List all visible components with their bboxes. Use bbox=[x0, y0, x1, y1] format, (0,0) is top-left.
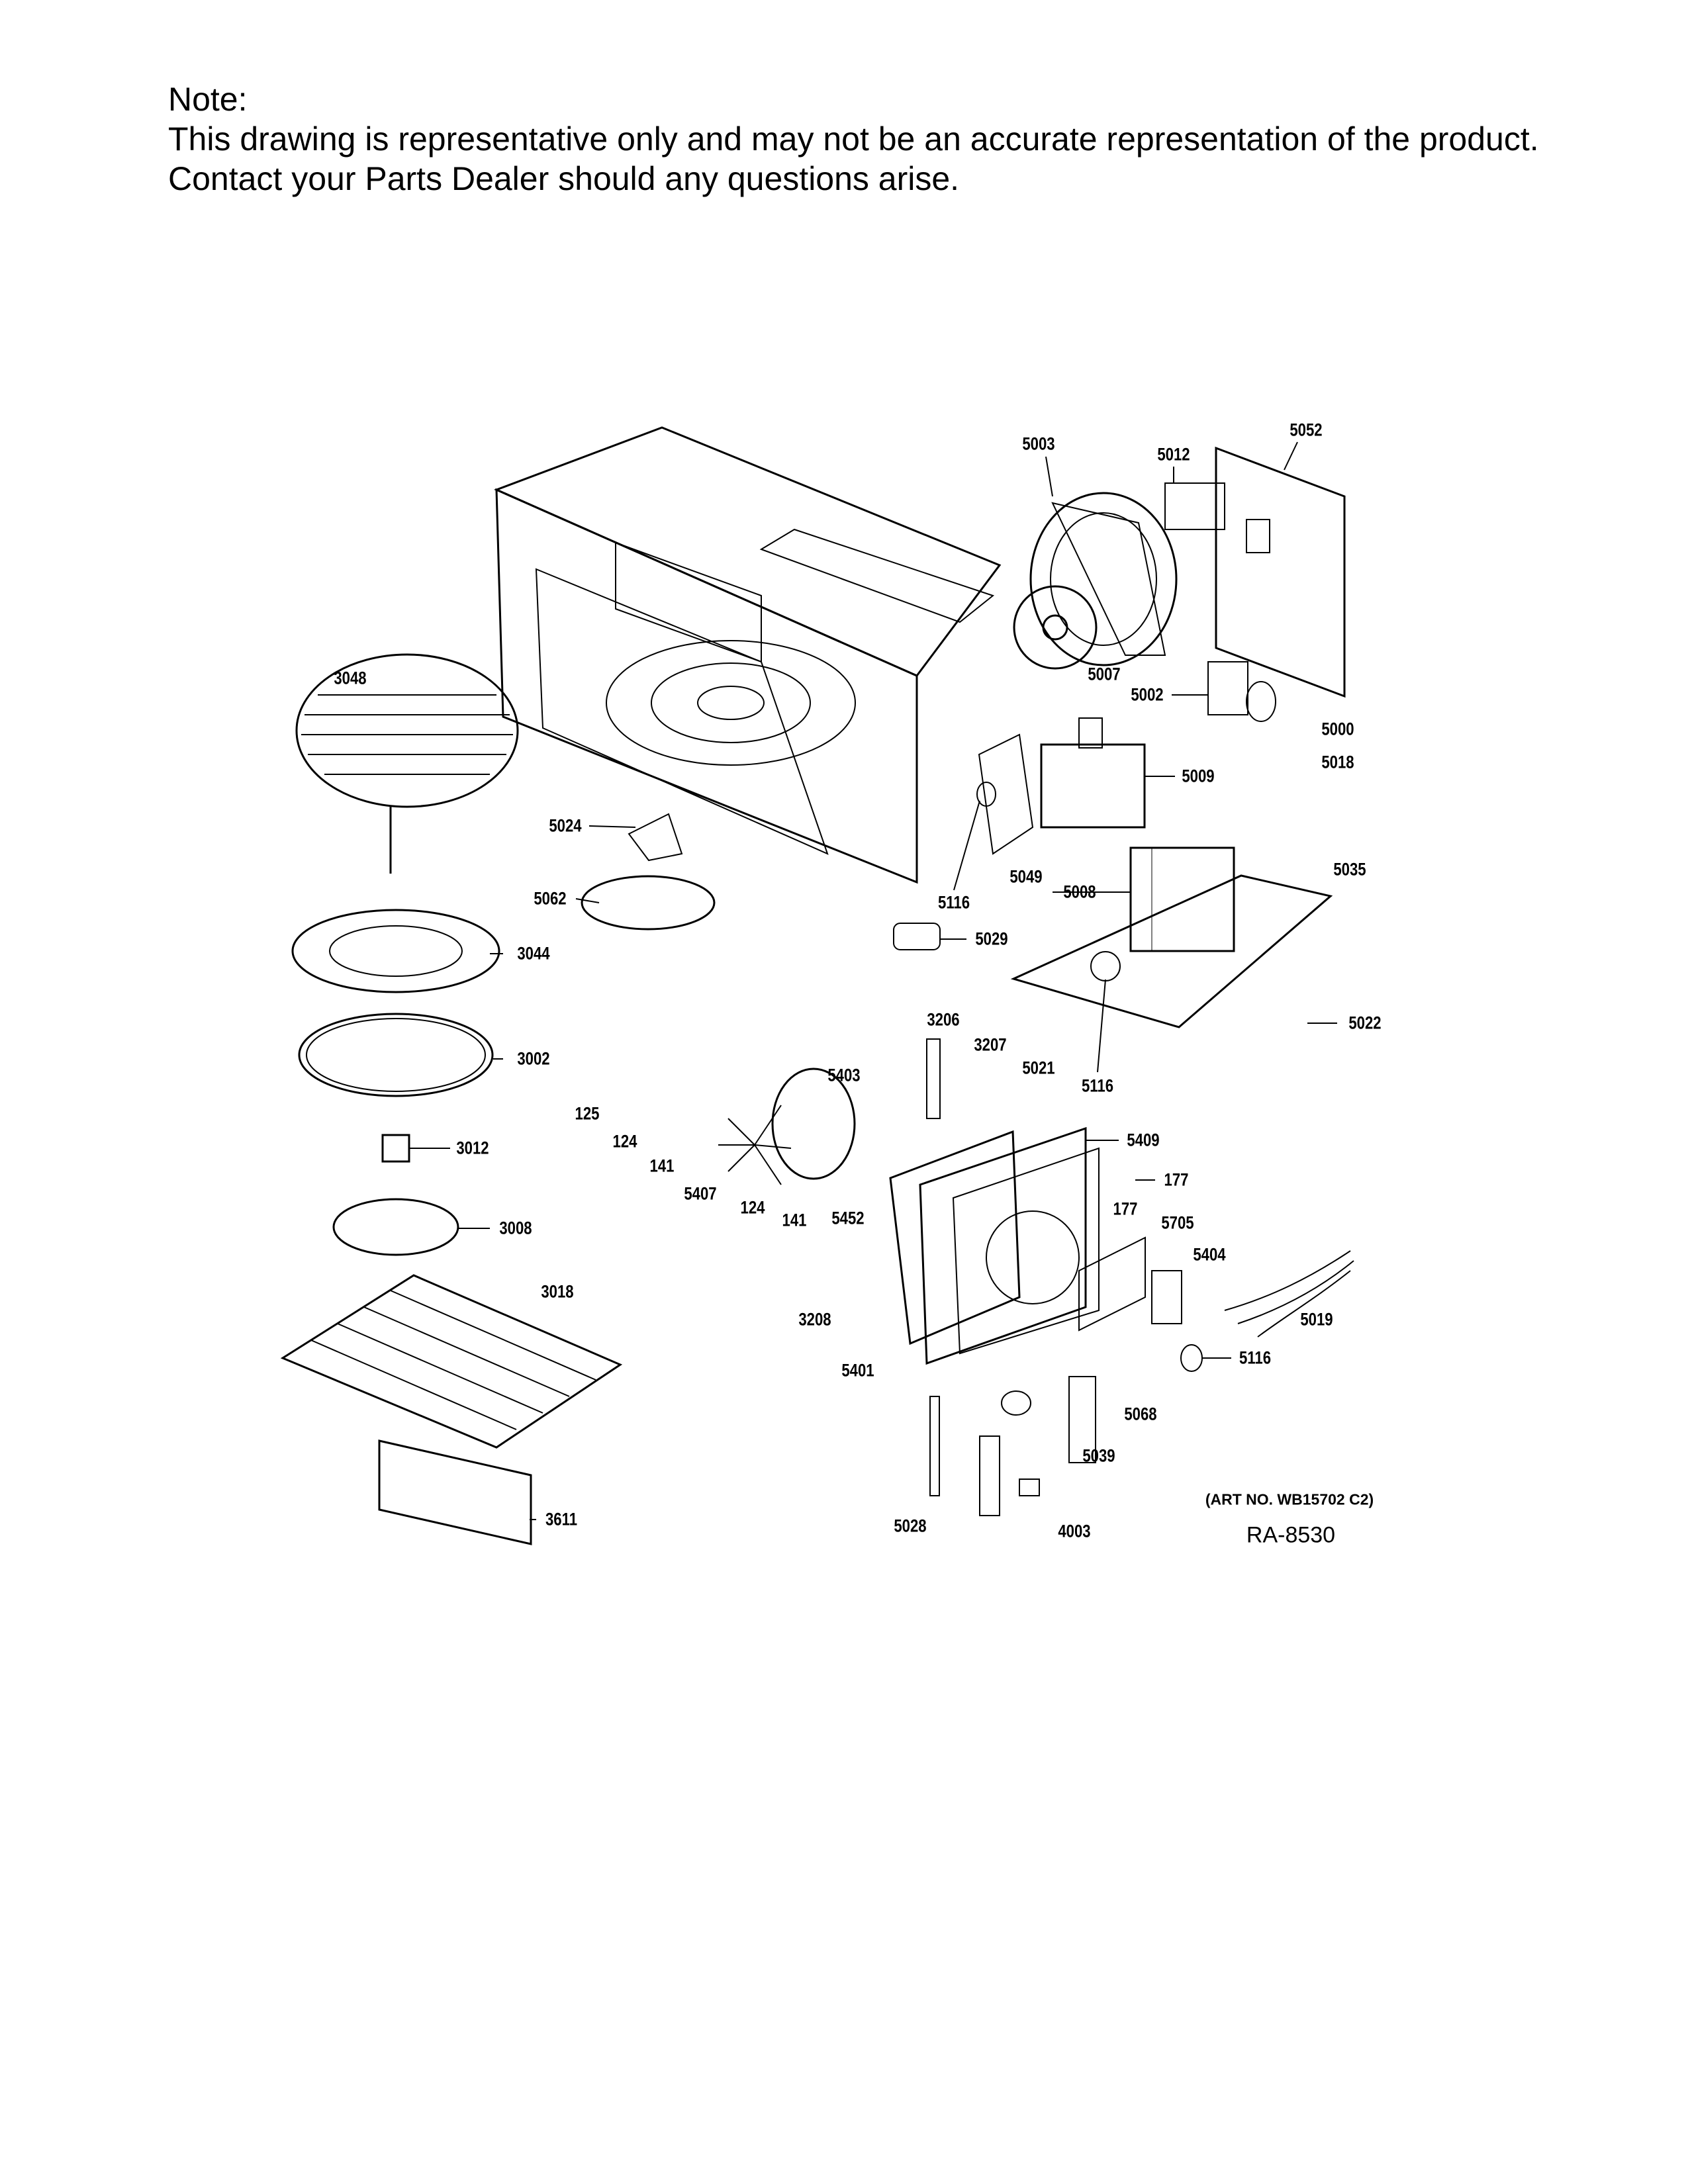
fan-assembly bbox=[1013, 492, 1178, 670]
callout-5035: 5035 bbox=[1333, 859, 1366, 880]
drawing-id: RA-8530 bbox=[1246, 1522, 1336, 1548]
leader-lines bbox=[409, 441, 1337, 1520]
callout-5403: 5403 bbox=[827, 1065, 861, 1085]
callout-5000: 5000 bbox=[1321, 719, 1354, 739]
callout-5705: 5705 bbox=[1161, 1212, 1194, 1233]
callout-4003: 4003 bbox=[1058, 1521, 1091, 1541]
callout-3002: 3002 bbox=[517, 1048, 550, 1069]
callout-3207: 3207 bbox=[974, 1034, 1007, 1055]
callout-5008: 5008 bbox=[1063, 882, 1096, 902]
callout-177: 177 bbox=[1164, 1169, 1189, 1190]
callout-3611: 3611 bbox=[545, 1509, 578, 1529]
callout-5409: 5409 bbox=[1127, 1130, 1160, 1150]
back-plate bbox=[1164, 446, 1346, 722]
callout-177-b: 177 bbox=[1113, 1199, 1138, 1219]
note-heading: Note: bbox=[168, 81, 248, 118]
callout-5452: 5452 bbox=[831, 1208, 865, 1228]
callout-3048: 3048 bbox=[334, 668, 367, 688]
convection-assembly bbox=[718, 1038, 1203, 1516]
note-line-2: Contact your Parts Dealer should any que… bbox=[168, 160, 960, 197]
callout-5009: 5009 bbox=[1182, 766, 1215, 786]
callout-5029: 5029 bbox=[975, 929, 1008, 949]
callout-3008: 3008 bbox=[499, 1218, 532, 1238]
callout-5407: 5407 bbox=[684, 1183, 717, 1204]
callout-124: 124 bbox=[612, 1131, 637, 1152]
callout-5024: 5024 bbox=[549, 815, 582, 836]
callout-5012: 5012 bbox=[1157, 444, 1190, 465]
callout-124-b: 124 bbox=[740, 1197, 765, 1218]
callout-5018: 5018 bbox=[1321, 752, 1354, 772]
callout-3206: 3206 bbox=[927, 1009, 960, 1030]
callout-125: 125 bbox=[575, 1103, 600, 1124]
callout-5116-b: 5116 bbox=[1081, 1075, 1114, 1096]
callout-3208: 3208 bbox=[798, 1309, 831, 1330]
callout-3018: 3018 bbox=[541, 1281, 574, 1302]
callout-5039: 5039 bbox=[1082, 1445, 1115, 1466]
oven-cavity bbox=[494, 426, 1002, 884]
callout-5007: 5007 bbox=[1088, 664, 1121, 684]
callout-5021: 5021 bbox=[1022, 1058, 1055, 1078]
callout-5019: 5019 bbox=[1300, 1309, 1333, 1330]
callout-3044: 3044 bbox=[517, 943, 550, 964]
turntable-parts bbox=[280, 653, 716, 1545]
callout-5116-c: 5116 bbox=[1239, 1347, 1272, 1368]
callout-5028: 5028 bbox=[894, 1516, 927, 1536]
callout-5116: 5116 bbox=[937, 892, 970, 913]
callout-5003: 5003 bbox=[1022, 433, 1055, 454]
magnetron-and-transformer bbox=[893, 717, 1333, 1028]
callout-5068: 5068 bbox=[1124, 1404, 1157, 1424]
callout-5002: 5002 bbox=[1131, 684, 1164, 705]
note-line-1: This drawing is representative only and … bbox=[168, 120, 1539, 158]
wire-harness bbox=[1224, 1250, 1354, 1338]
callout-5401: 5401 bbox=[841, 1360, 874, 1381]
callout-5049: 5049 bbox=[1009, 866, 1043, 887]
callout-141: 141 bbox=[649, 1156, 675, 1176]
callout-141-b: 141 bbox=[782, 1210, 807, 1230]
callout-5062: 5062 bbox=[534, 888, 567, 909]
art-number: (ART NO. WB15702 C2) bbox=[1205, 1490, 1374, 1508]
callout-5022: 5022 bbox=[1348, 1013, 1382, 1033]
callout-5052: 5052 bbox=[1289, 420, 1323, 440]
callout-3012: 3012 bbox=[456, 1138, 489, 1158]
callout-5404: 5404 bbox=[1193, 1244, 1226, 1265]
